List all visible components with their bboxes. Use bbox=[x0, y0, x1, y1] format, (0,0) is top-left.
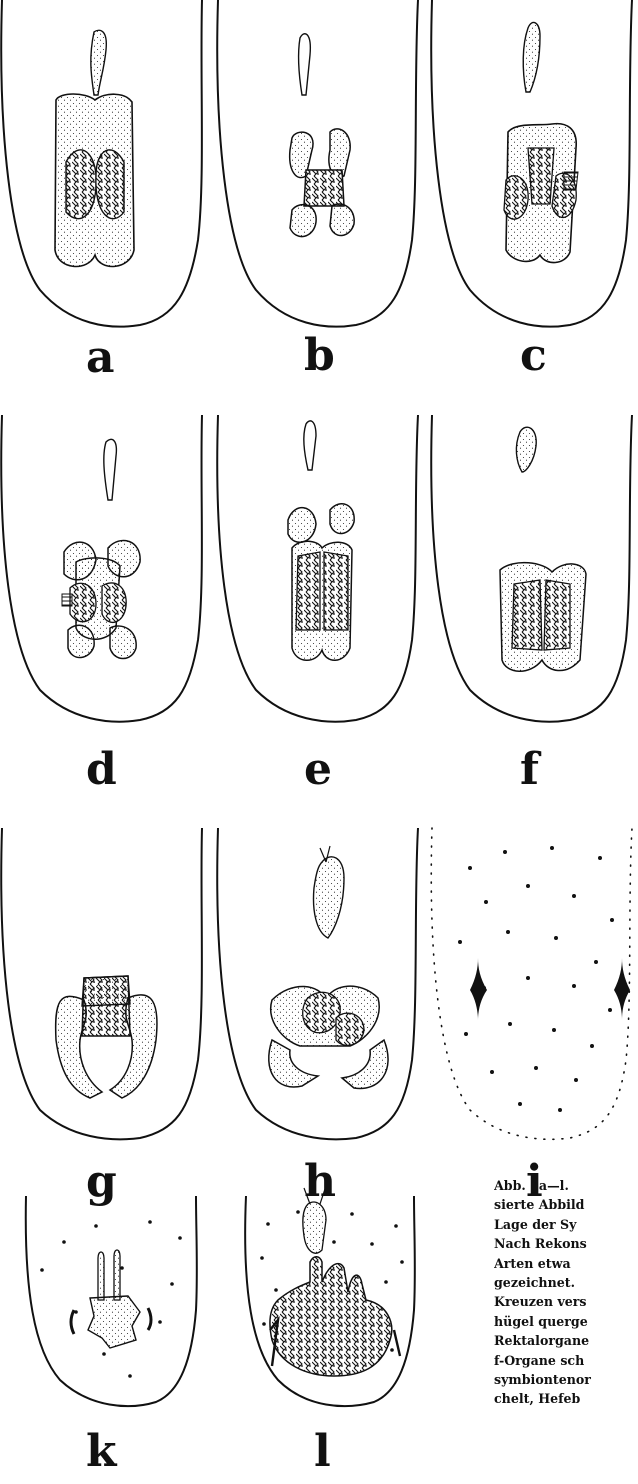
panel-k-drawing bbox=[26, 1196, 197, 1406]
caption-line: symbiontenor bbox=[494, 1370, 638, 1389]
caption-line: Lage der Sy bbox=[494, 1215, 638, 1234]
panel-f-drawing bbox=[431, 415, 632, 722]
caption-line: Arten etwa bbox=[494, 1254, 638, 1273]
caption-line: Abb. 1a—l. bbox=[494, 1176, 638, 1195]
caption-line: chelt, Hefeb bbox=[494, 1389, 638, 1408]
panel-label-e: e bbox=[304, 748, 332, 792]
caption-line: sierte Abbild bbox=[494, 1195, 638, 1214]
caption-line: f-Organe sch bbox=[494, 1351, 638, 1370]
panel-d-drawing bbox=[1, 415, 202, 722]
panel-label-g: g bbox=[86, 1160, 117, 1204]
panel-label-f: f bbox=[520, 748, 539, 792]
panel-e-drawing bbox=[217, 415, 418, 722]
panel-label-c: c bbox=[520, 334, 547, 378]
caption-line: Rektalorgane bbox=[494, 1331, 638, 1350]
panel-c-drawing bbox=[431, 0, 632, 327]
caption-line: hügel querge bbox=[494, 1312, 638, 1331]
panel-label-k: k bbox=[86, 1430, 117, 1474]
caption-line: Nach Rekons bbox=[494, 1234, 638, 1253]
panel-b-drawing bbox=[217, 0, 418, 327]
caption-line: Kreuzen vers bbox=[494, 1292, 638, 1311]
panel-label-h: h bbox=[304, 1160, 336, 1204]
panel-label-a: a bbox=[86, 336, 115, 380]
panel-l-drawing bbox=[245, 1186, 415, 1406]
panel-label-d: d bbox=[86, 748, 117, 792]
figure-caption: Abb. 1a—l. sierte Abbild Lage der Sy Nac… bbox=[494, 1176, 638, 1409]
panel-label-b: b bbox=[304, 334, 335, 378]
panel-a-drawing bbox=[1, 0, 202, 327]
caption-line: gezeichnet. bbox=[494, 1273, 638, 1292]
panel-i-drawing bbox=[431, 828, 632, 1139]
panel-label-l: l bbox=[314, 1430, 331, 1474]
panel-g-drawing bbox=[1, 828, 202, 1139]
panel-h-drawing bbox=[217, 828, 418, 1139]
